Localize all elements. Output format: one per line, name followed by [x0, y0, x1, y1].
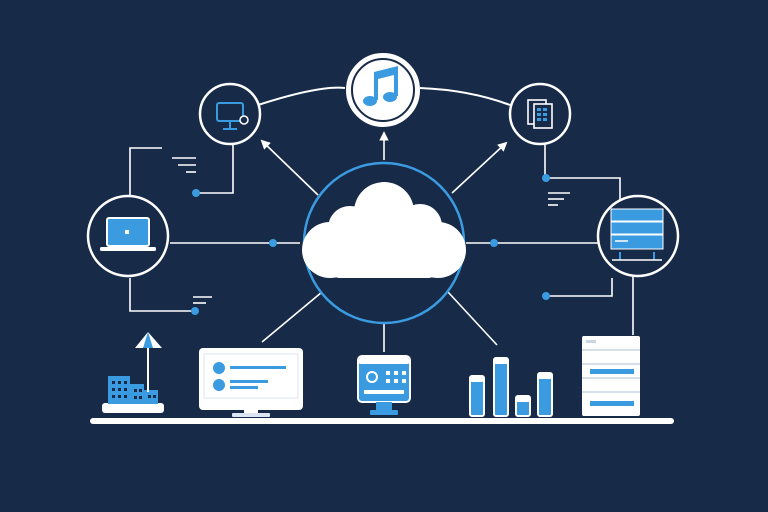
line-cloud-desktop	[261, 291, 323, 343]
bracket-monitor	[196, 142, 234, 194]
city-buildings-icon	[102, 332, 164, 413]
line-glyphs	[172, 157, 570, 304]
device-router[interactable]	[357, 355, 411, 415]
node-monitor-settings[interactable]	[198, 82, 262, 146]
line-cloud-chart	[447, 291, 498, 346]
node-laptop[interactable]	[86, 194, 170, 278]
baseline	[90, 418, 674, 424]
bracket-laptop-upper	[129, 147, 162, 198]
device-bar-chart[interactable]	[469, 357, 553, 417]
documents-icon	[527, 99, 553, 129]
connector-dots	[191, 174, 550, 315]
bracket-server-lower	[546, 278, 613, 297]
node-documents[interactable]	[508, 82, 572, 146]
bar-chart-icon	[469, 357, 553, 417]
music-note-icon	[363, 66, 398, 106]
bracket-laptop-lower	[129, 278, 195, 312]
node-music[interactable]	[346, 53, 420, 127]
device-buildings[interactable]	[102, 332, 164, 413]
cloud-hub	[302, 161, 466, 325]
monitor-gear-icon	[216, 102, 249, 130]
connector-arcs	[257, 86, 511, 106]
arc-music-documents	[419, 87, 511, 106]
router-device-icon	[357, 355, 411, 415]
desktop-monitor-icon	[199, 348, 303, 417]
device-server-tower[interactable]	[582, 336, 640, 416]
arc-monitor-music	[257, 86, 346, 106]
bracket-documents	[544, 142, 621, 205]
server-tower-icon	[582, 336, 640, 416]
server-rack-icon	[610, 208, 664, 261]
arrow-cloud-monitor	[260, 139, 319, 196]
arrow-cloud-documents	[451, 141, 508, 194]
cloud-icon	[302, 182, 466, 278]
connector-lines	[129, 131, 634, 352]
laptop-icon	[100, 217, 156, 251]
node-server[interactable]	[596, 194, 680, 278]
device-desktop[interactable]	[199, 348, 303, 417]
